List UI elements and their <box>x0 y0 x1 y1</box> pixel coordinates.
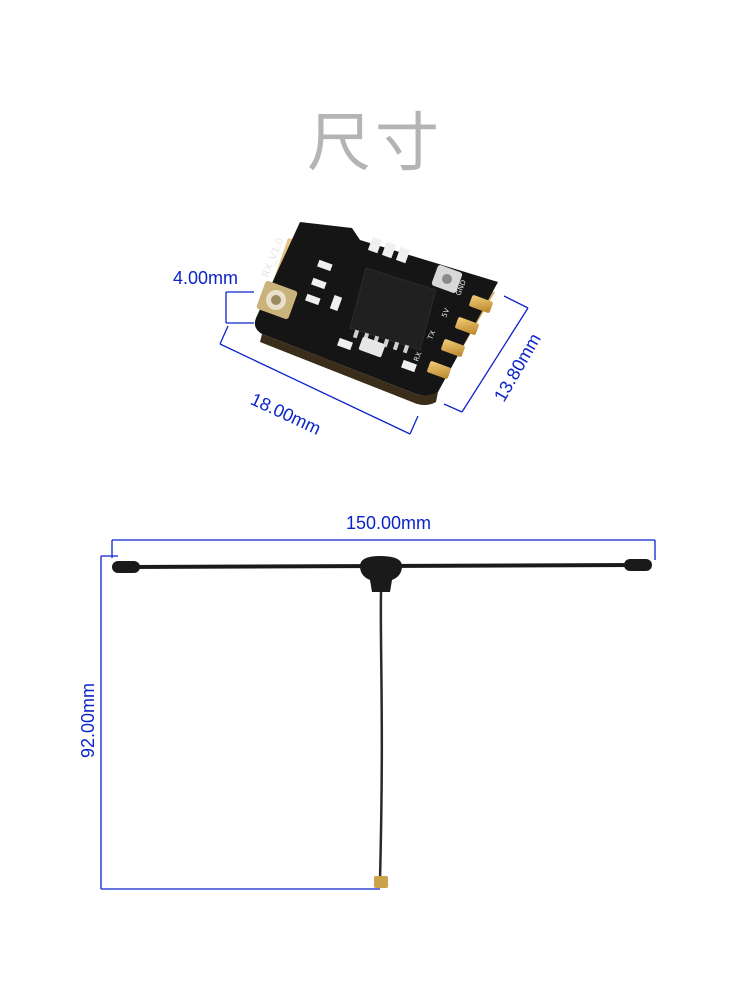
antenna-cable <box>378 591 384 881</box>
page-title: 尺寸 <box>307 107 443 181</box>
pin-label-5v: 5V <box>440 307 451 319</box>
antenna-length-label: 150.00mm <box>346 513 432 533</box>
pin-label-tx: TX <box>426 329 437 342</box>
antenna-left-tip <box>112 561 140 573</box>
pin-label-rx: RX <box>412 351 423 363</box>
board-dimension-lines <box>219 291 529 435</box>
antenna-hub <box>360 556 402 592</box>
solder-pads <box>427 295 493 379</box>
dimension-height-label: 4.00mm <box>173 268 239 288</box>
bind-button <box>431 265 463 293</box>
receiver-board <box>254 222 498 405</box>
main-chip <box>349 267 437 351</box>
antenna-right-tip <box>624 559 652 571</box>
ufl-connector <box>256 280 298 320</box>
antenna-dimension-lines <box>100 539 656 890</box>
antenna-height-label: 92.00mm <box>78 682 98 758</box>
antenna-ufl-plug <box>374 876 388 888</box>
antenna <box>112 556 652 888</box>
